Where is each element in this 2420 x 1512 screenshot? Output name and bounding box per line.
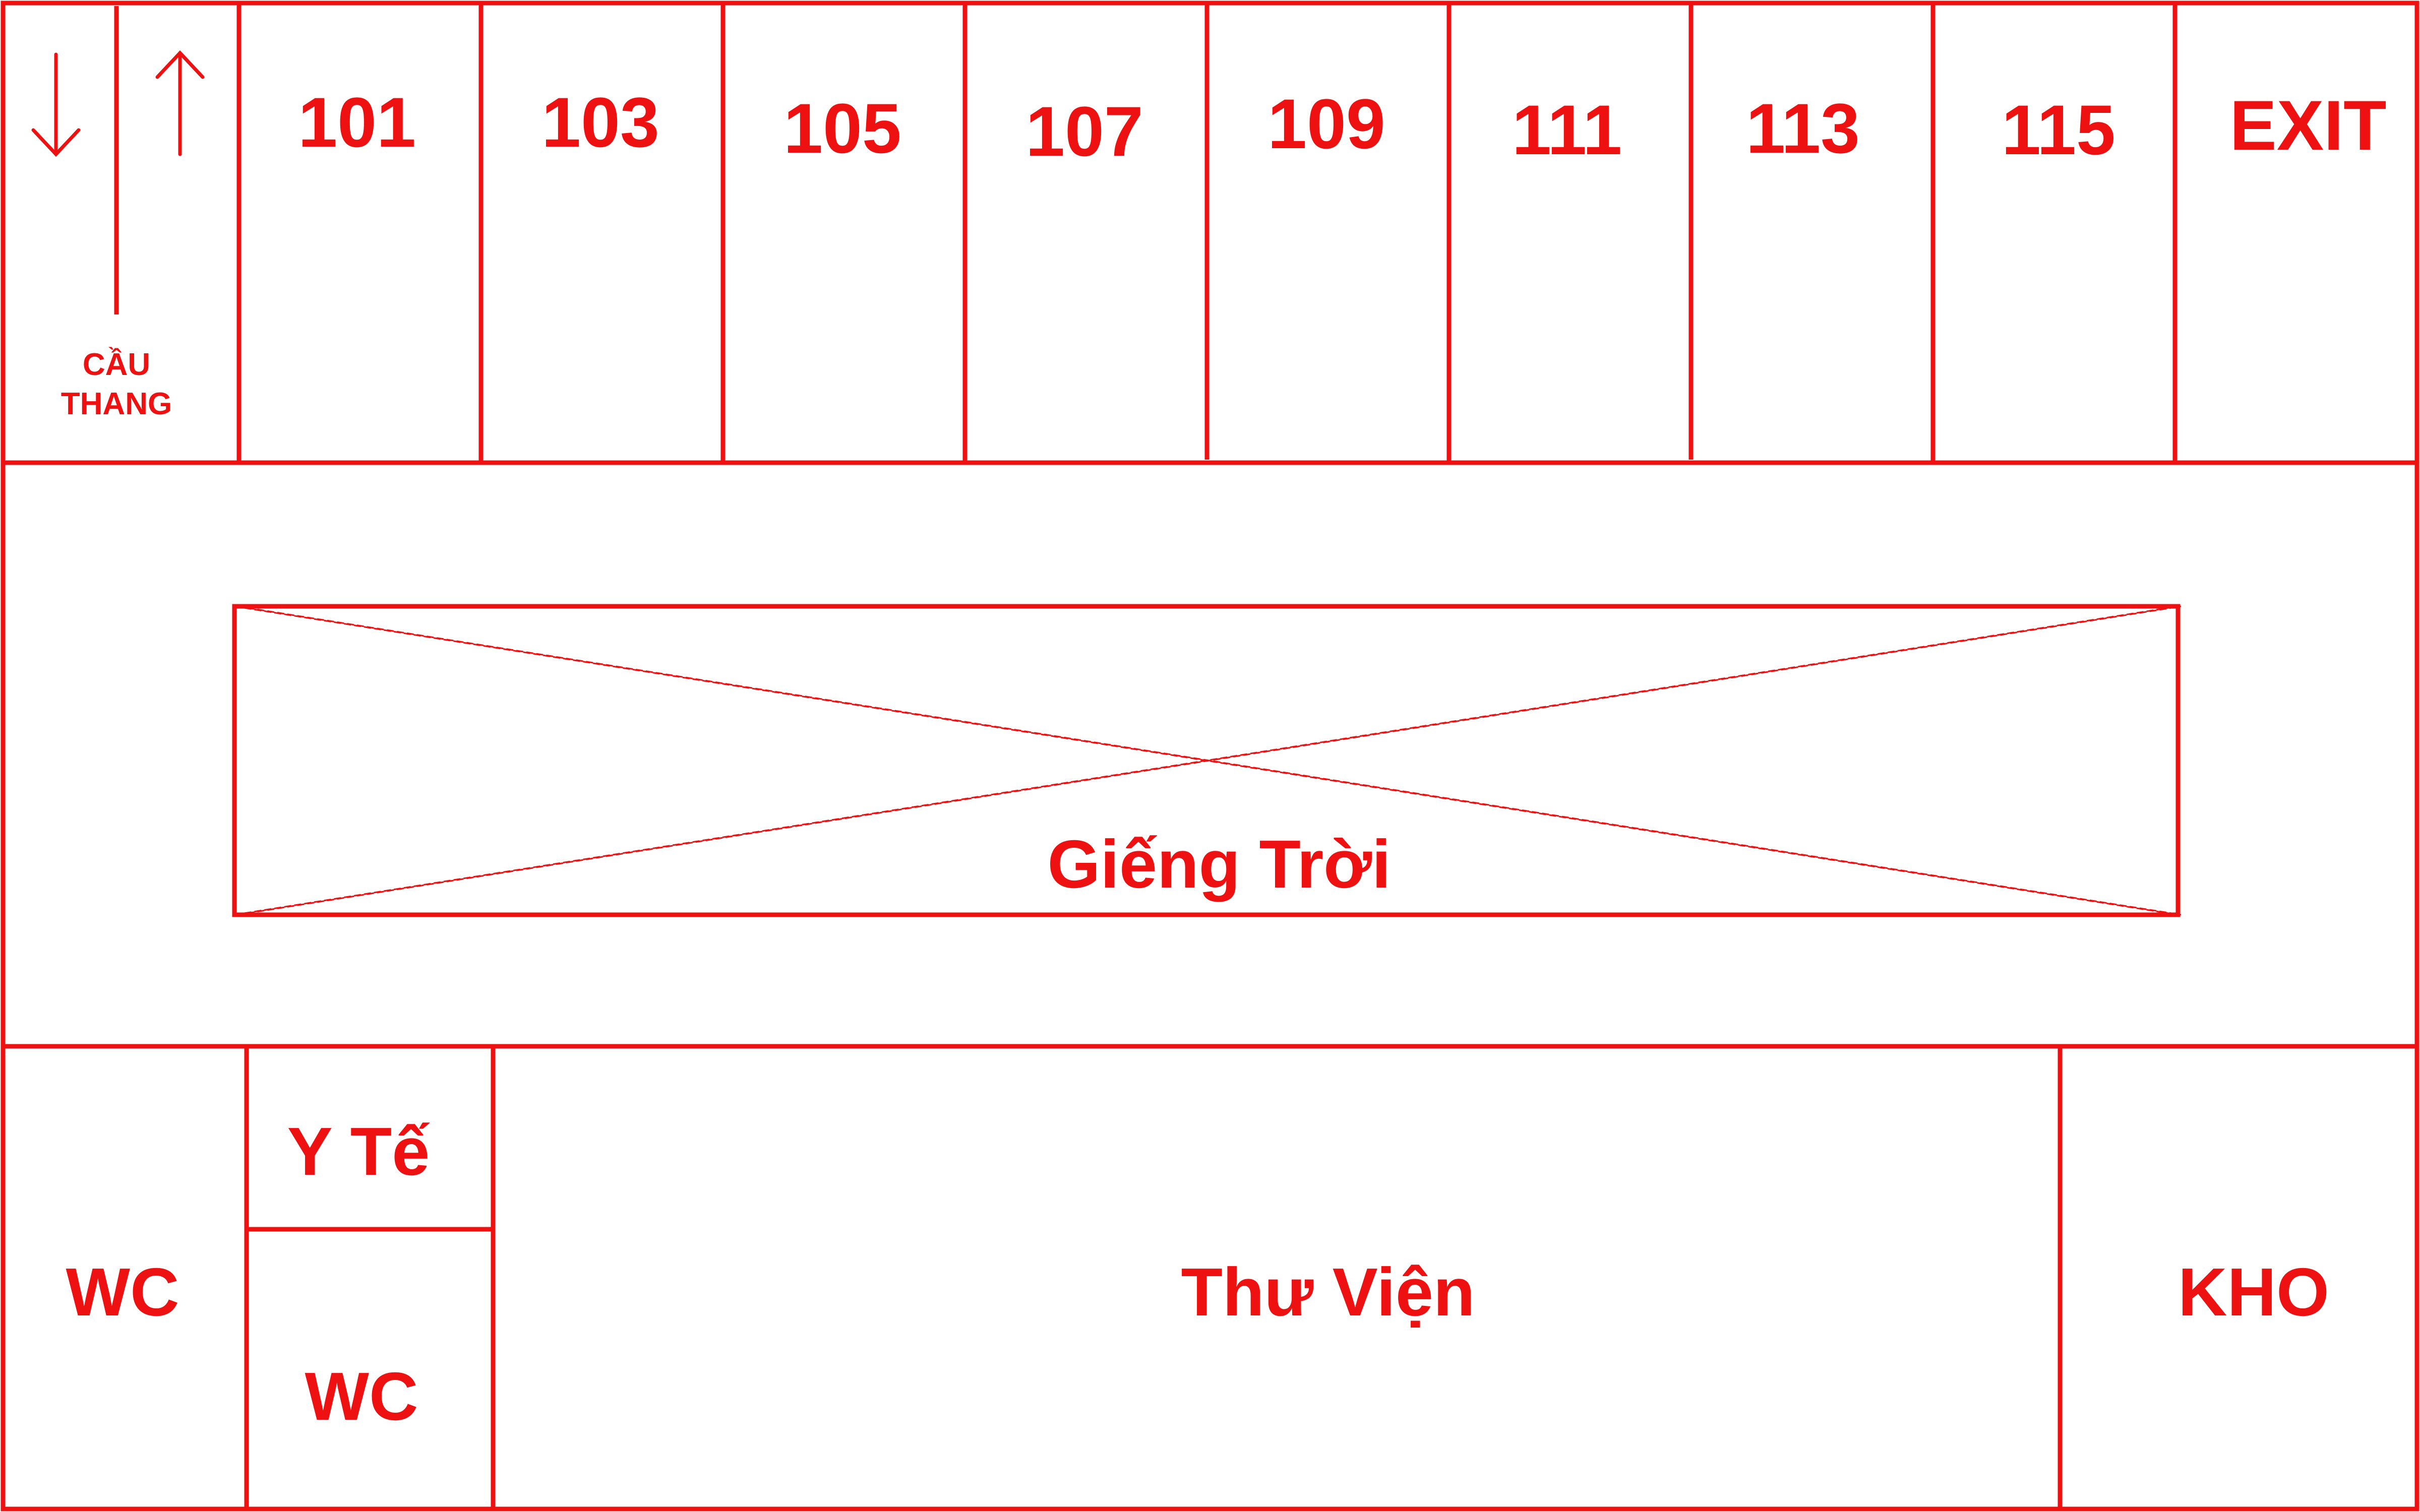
library-label: Thư Viện <box>1181 1254 1475 1330</box>
room-115-label: 115 <box>2002 90 2115 169</box>
room-107-label: 107 <box>1025 92 1143 171</box>
skylight-cross <box>234 605 2182 916</box>
stairs-label-line1: CẦU <box>83 347 150 382</box>
exit-label: EXIT <box>2229 86 2386 165</box>
room-111-label: 111 <box>1512 90 1622 169</box>
wc-left-label: WC <box>66 1254 179 1330</box>
stairs-label-line2: THANG <box>61 387 172 421</box>
medical-room-label: Y Tế <box>287 1113 431 1189</box>
arrow-down-icon <box>31 52 81 157</box>
room-101-label: 101 <box>298 83 416 162</box>
storage-label: KHO <box>2178 1254 2329 1330</box>
skylight-label: Giếng Trời <box>1047 826 1390 902</box>
room-113-label: 113 <box>1746 89 1860 168</box>
wc-inner-label: WC <box>305 1358 418 1434</box>
arrow-up-icon <box>155 50 205 156</box>
skylight-box <box>232 604 2181 917</box>
room-103-label: 103 <box>541 83 659 162</box>
room-105-label: 105 <box>783 89 901 168</box>
room-109-label: 109 <box>1267 84 1385 163</box>
